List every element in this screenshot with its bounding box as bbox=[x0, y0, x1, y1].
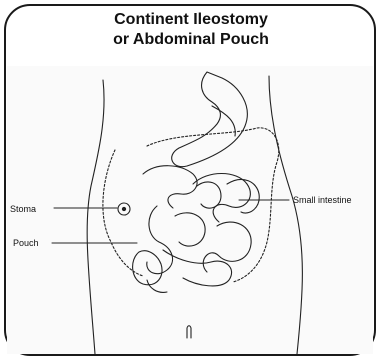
anatomy-figure: Stoma Pouch Small intestine bbox=[7, 66, 373, 354]
label-small-intestine: Small intestine bbox=[293, 195, 352, 205]
torso-left-outline bbox=[87, 80, 104, 354]
stomach-fold bbox=[212, 106, 235, 136]
label-pouch: Pouch bbox=[13, 238, 39, 248]
diagram-title: Continent Ileostomy or Abdominal Pouch bbox=[0, 10, 382, 50]
torso-right-outline bbox=[269, 76, 302, 354]
title-line-2: or Abdominal Pouch bbox=[0, 30, 382, 50]
anatomy-illustration: Stoma Pouch Small intestine bbox=[7, 66, 373, 354]
small-intestine-loop-3 bbox=[197, 182, 221, 208]
small-intestine-loop-7 bbox=[227, 179, 259, 213]
stomach-outline bbox=[172, 72, 248, 167]
colon-dotted-outline bbox=[103, 128, 279, 282]
title-line-1: Continent Ileostomy bbox=[0, 10, 382, 30]
label-stoma: Stoma bbox=[10, 204, 36, 214]
small-intestine-loop-8 bbox=[163, 250, 232, 286]
small-intestine-loop-1 bbox=[143, 166, 197, 208]
small-intestine-loop-4 bbox=[147, 206, 173, 274]
small-intestine-loop-5 bbox=[175, 213, 205, 246]
navel-mark bbox=[187, 326, 191, 338]
stoma-center bbox=[122, 207, 125, 210]
small-intestine-loop-2 bbox=[193, 174, 250, 223]
